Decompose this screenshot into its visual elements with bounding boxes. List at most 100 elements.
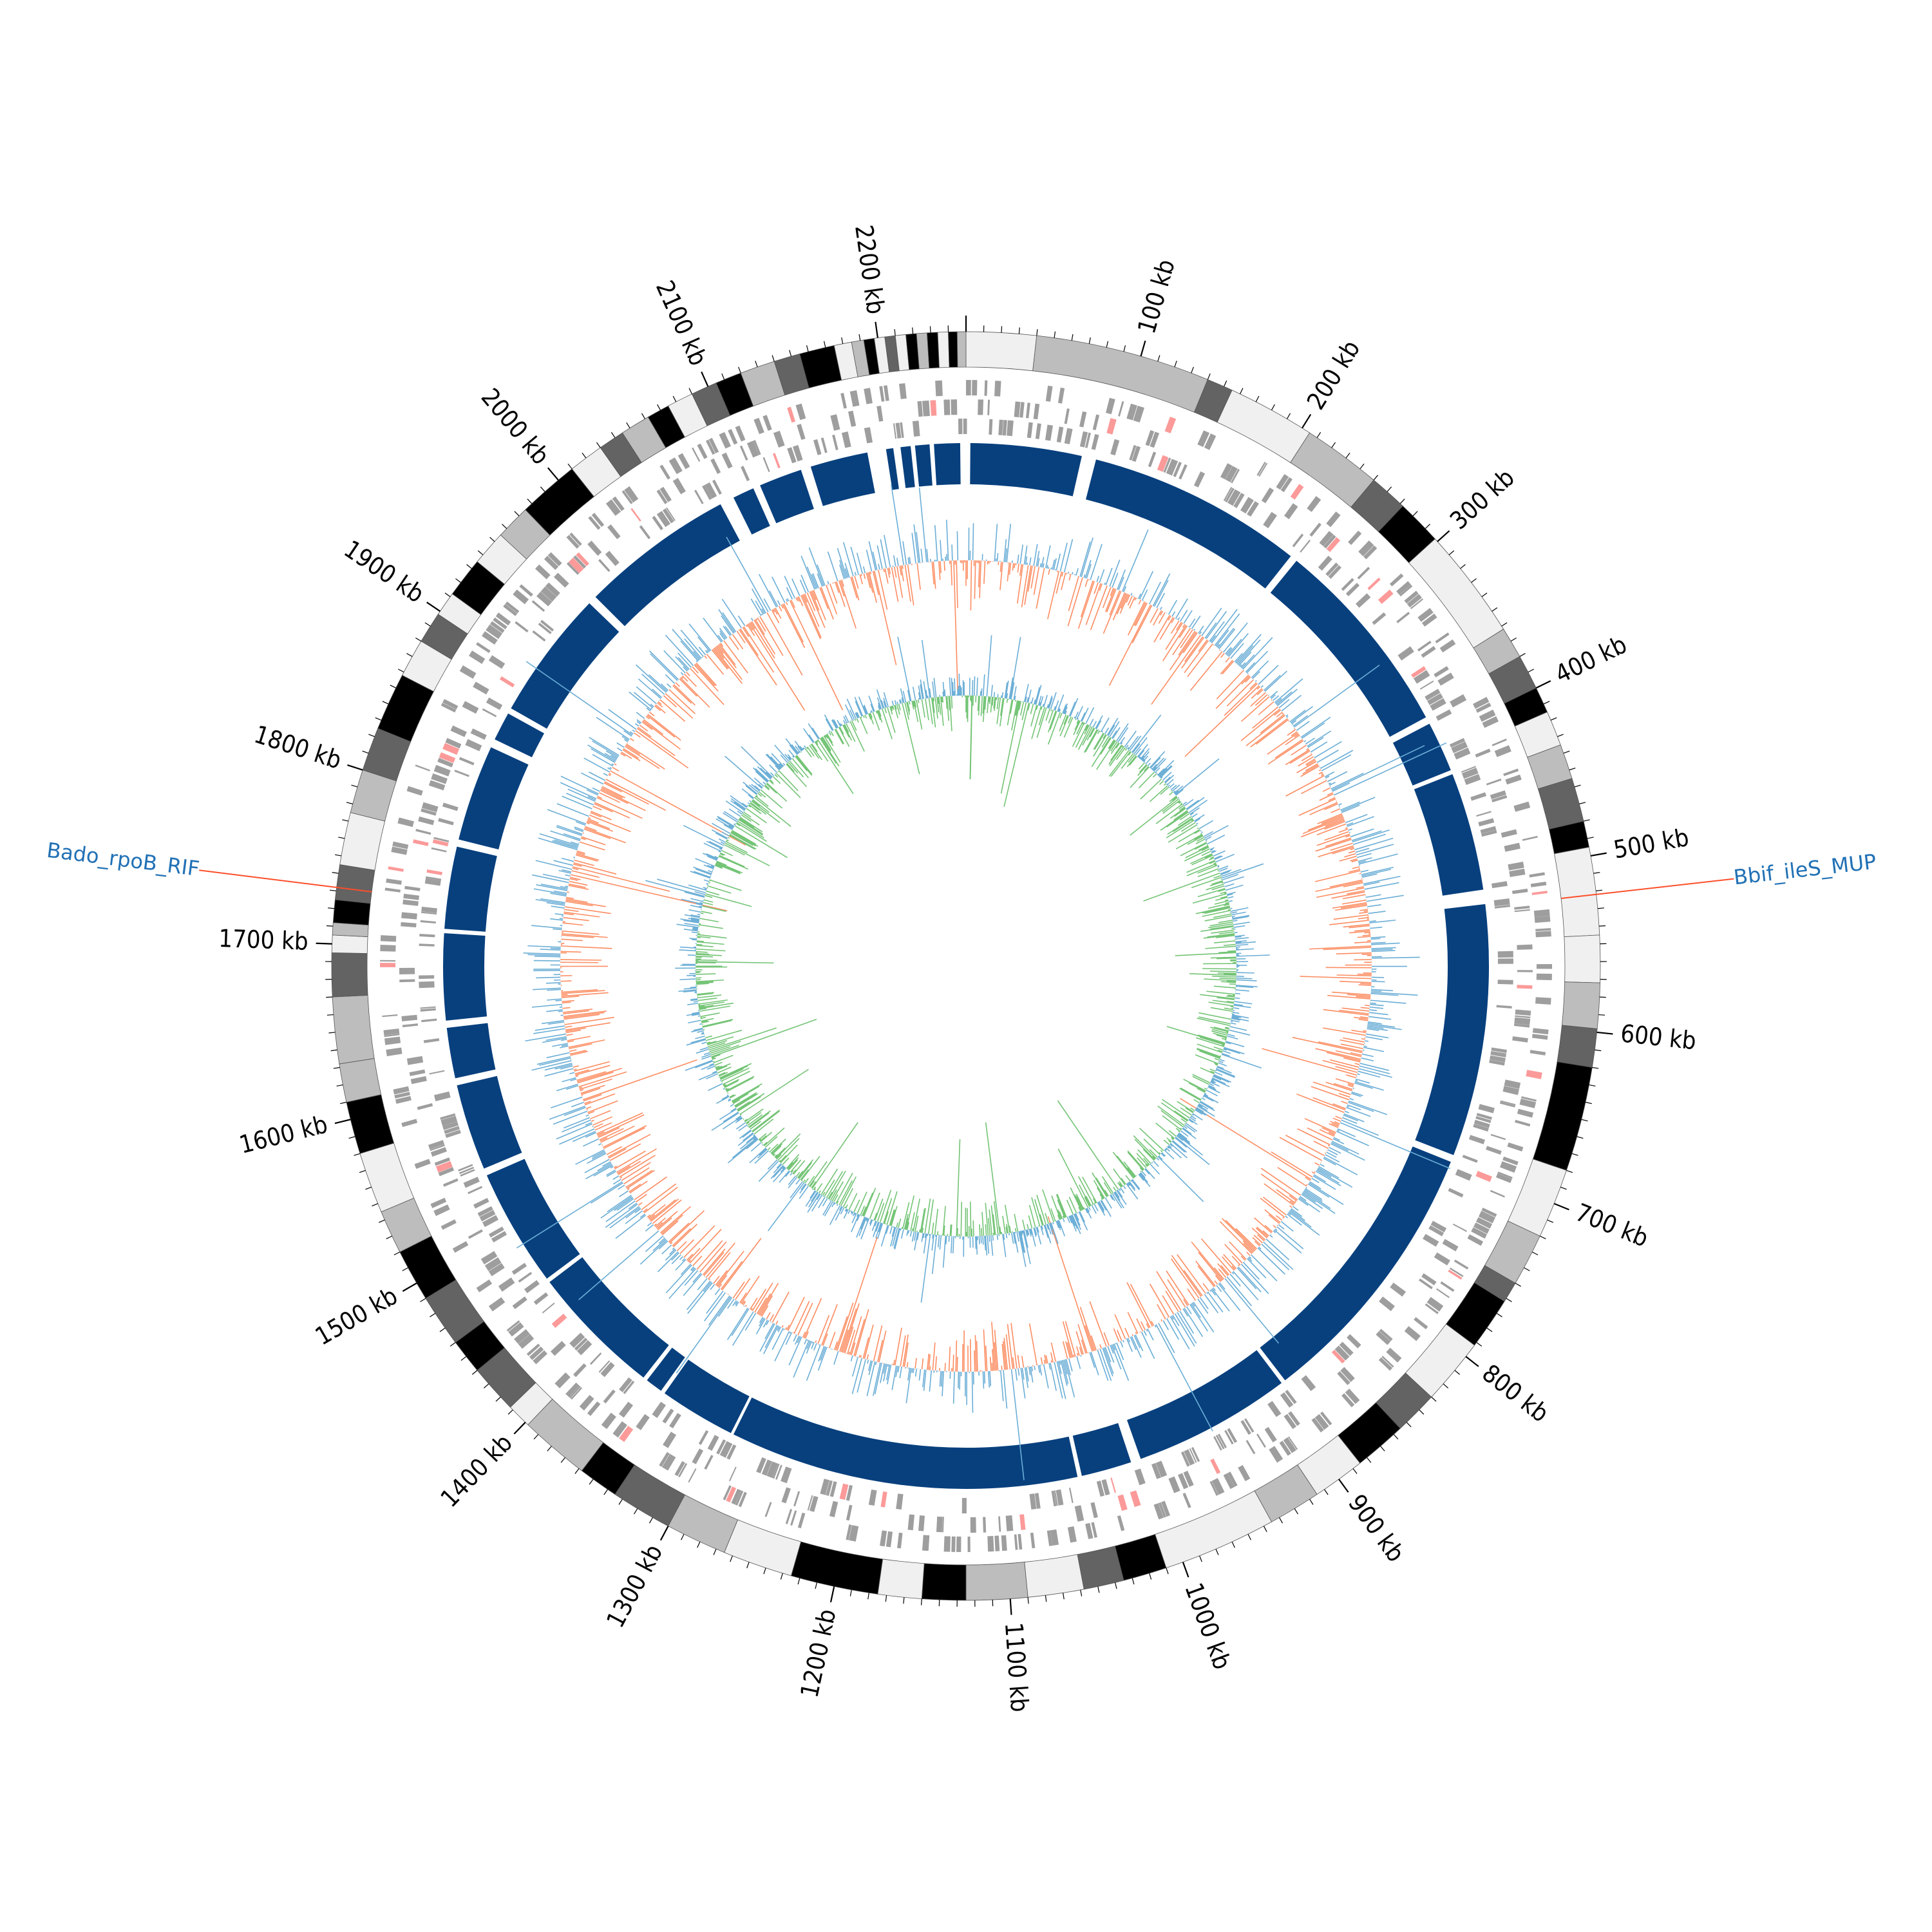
gene-mark — [1183, 1470, 1194, 1487]
gene-mark — [1461, 766, 1476, 773]
gc-skew-bar — [1274, 1229, 1302, 1254]
gc-content-bar — [916, 699, 923, 730]
scale-tick — [641, 413, 646, 419]
gc-content-bar — [869, 1219, 873, 1226]
gc-skew-bar — [1007, 562, 1010, 582]
gc-content-bar — [706, 1065, 715, 1070]
gc-content-bar — [701, 1056, 712, 1060]
gene-mark — [868, 1489, 877, 1506]
gc-content-bar — [695, 1036, 705, 1039]
gene-mark — [1027, 422, 1033, 439]
gc-content-bar — [1138, 756, 1141, 759]
gc-content-bar — [898, 703, 901, 711]
gc-skew-bar — [539, 1057, 571, 1066]
gc-skew-bar — [1352, 829, 1390, 843]
gene-mark — [1496, 1173, 1512, 1184]
gc-skew-bar — [1170, 620, 1180, 634]
ideogram-segment — [339, 812, 386, 871]
gene-mark — [462, 701, 479, 714]
gene-mark — [440, 703, 457, 713]
gc-skew-bar — [1135, 1331, 1137, 1334]
gene-mark — [1421, 646, 1436, 658]
gc-skew-bar — [1178, 630, 1196, 656]
tick-label: 1400 kb — [435, 1428, 518, 1513]
gc-skew-bar — [840, 580, 857, 629]
gc-content-bar — [701, 1020, 708, 1023]
gene-mark — [735, 1490, 744, 1506]
gc-content-bar — [1168, 1144, 1172, 1148]
gc-content-bar — [775, 1147, 786, 1159]
gc-content-bar — [1173, 790, 1176, 793]
gc-skew-bar — [1122, 1340, 1124, 1343]
gc-skew-bar — [1336, 952, 1372, 955]
gc-skew-bar — [1289, 1205, 1293, 1208]
scale-tick — [806, 345, 809, 352]
gene-mark — [440, 1113, 456, 1121]
gene-mark — [1030, 1532, 1036, 1549]
gc-content-bar — [719, 1065, 748, 1079]
gene-mark — [491, 1231, 507, 1243]
gc-content-bar — [1195, 1054, 1218, 1065]
gc-skew-bar — [719, 643, 736, 665]
gene-mark — [1245, 1439, 1256, 1455]
gc-skew-bar — [587, 819, 611, 829]
gc-content-bar — [1166, 1026, 1226, 1045]
gc-content-bar — [730, 831, 756, 847]
gc-content-bar — [831, 1181, 844, 1202]
gene-mark — [659, 464, 670, 480]
gc-content-bar — [1219, 867, 1228, 872]
gc-content-bar — [754, 1150, 769, 1164]
gc-content-bar — [802, 747, 805, 750]
gc-content-bar — [777, 1138, 800, 1161]
gc-content-bar — [767, 1159, 778, 1170]
gc-content-bar — [1179, 1132, 1188, 1140]
gc-content-bar — [748, 1110, 771, 1128]
gc-skew-bar — [1099, 583, 1103, 591]
gc-content-bar — [982, 696, 986, 723]
gc-content-bar — [757, 766, 772, 780]
gc-skew-bar — [793, 1340, 810, 1378]
gene-mark — [1494, 745, 1511, 757]
gc-skew-bar — [999, 1370, 1004, 1401]
gene-mark — [417, 1103, 433, 1110]
gc-content-bar — [1224, 1046, 1245, 1055]
gc-content-bar — [1209, 847, 1215, 850]
gc-skew-bar — [907, 1367, 911, 1381]
gc-skew-bar — [1342, 1117, 1358, 1124]
gc-content-bar — [1217, 957, 1236, 960]
gc-content-bar — [1007, 699, 1013, 726]
gene-mark — [1264, 1426, 1277, 1443]
gc-skew-bar — [562, 930, 600, 935]
gc-content-bar — [676, 923, 699, 928]
gene-mark — [884, 385, 889, 401]
scale-tick — [1367, 1457, 1372, 1463]
gc-content-bar — [923, 1233, 927, 1254]
gene-mark — [1406, 594, 1422, 608]
gene-mark — [841, 431, 851, 448]
gene-mark — [569, 1385, 581, 1399]
scale-tick — [1352, 1468, 1358, 1474]
gc-content-bar — [689, 938, 697, 940]
gc-skew-bar — [1117, 1329, 1122, 1341]
gc-content-bar — [1066, 1199, 1074, 1215]
gene-mark — [704, 1455, 714, 1470]
gc-skew-bar — [1090, 585, 1108, 630]
gene-mark — [705, 482, 717, 499]
gc-content-bar — [1184, 1124, 1196, 1133]
gc-skew-bar — [1347, 1083, 1354, 1086]
gc-skew-bar — [1334, 742, 1447, 796]
gc-skew-bar — [1023, 545, 1028, 565]
gc-content-bar — [1232, 914, 1250, 919]
gc-content-bar — [1127, 1151, 1144, 1171]
gene-mark — [526, 1343, 540, 1356]
gc-content-bar — [693, 866, 712, 875]
gc-skew-bar — [1111, 1344, 1122, 1370]
gc-skew-bar — [943, 560, 945, 571]
gc-content-bar — [808, 1161, 828, 1187]
gc-skew-bar — [1133, 601, 1146, 626]
gc-skew-bar — [1365, 1033, 1389, 1039]
gc-content-bar — [712, 1057, 717, 1060]
gc-skew-bar — [1356, 844, 1394, 856]
gc-content-bar — [723, 824, 733, 830]
gc-content-bar — [1139, 757, 1142, 759]
